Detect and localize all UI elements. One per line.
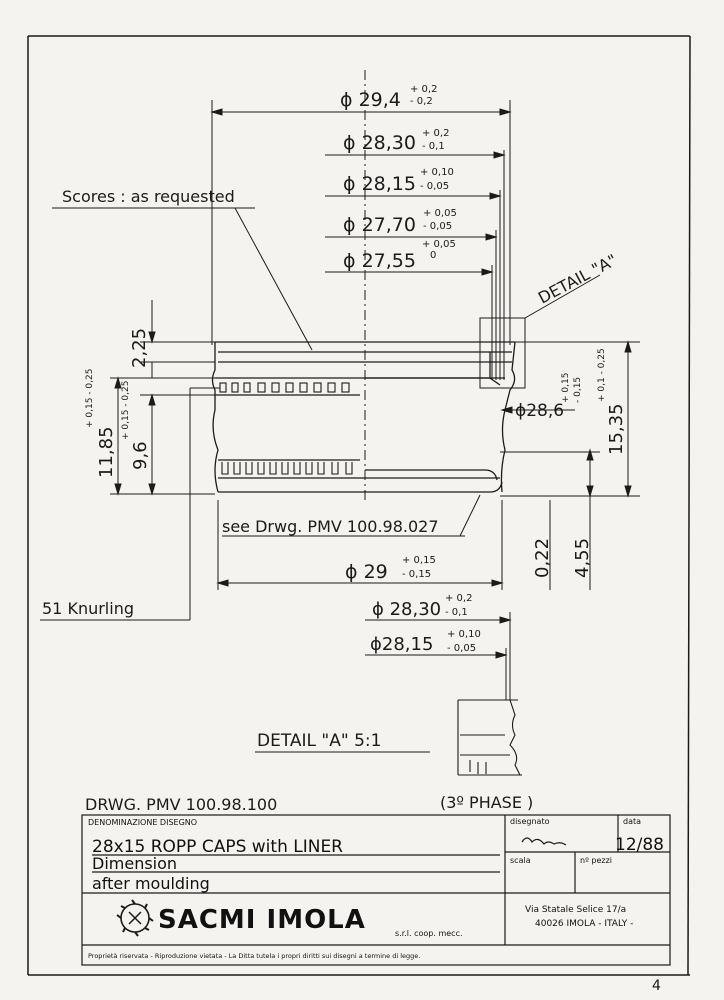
denominazione-label: DENOMINAZIONE DISEGNO — [88, 818, 197, 827]
disegnato-label: disegnato — [510, 817, 550, 826]
dim-27-55: ϕ 27,55 — [343, 250, 416, 272]
dim-28-15-tol-up: + 0,10 — [420, 167, 454, 178]
dim-27-55-tol-up: + 0,05 — [422, 239, 456, 250]
dim-9-6: 9,6 — [130, 441, 151, 470]
data-label: data — [623, 817, 641, 826]
address-line-2: 40026 IMOLA - ITALY - — [535, 919, 633, 929]
dim-detail-28-30-tol-dn: - 0,1 — [445, 607, 468, 618]
scores-note: Scores : as requested — [62, 187, 235, 206]
phase-label: (3º PHASE ) — [440, 793, 533, 812]
title-block: DRWG. PMV 100.98.100 (3º PHASE ) DENOMIN… — [81, 793, 671, 966]
title-line-2: Dimension — [92, 854, 177, 873]
page-number: 4 — [652, 978, 661, 994]
dim-detail-28-30-tol-up: + 0,2 — [445, 593, 472, 604]
footer-notice: Proprietà riservata - Riproduzione vieta… — [88, 952, 420, 960]
dim-29-tol-dn: - 0,15 — [402, 569, 431, 580]
dim-detail-28-15-tol-dn: - 0,05 — [447, 643, 476, 654]
sacmi-logo-icon — [116, 899, 154, 937]
dim-15-35: 15,35 — [606, 403, 627, 455]
dim-27-55-tol-dn: 0 — [430, 250, 436, 261]
dim-detail-28-30: ϕ 28,30 — [372, 599, 441, 620]
scala-label: scala — [510, 856, 531, 865]
dim-11-85: 11,85 — [96, 426, 117, 478]
dim-29: ϕ 29 — [345, 561, 388, 583]
dim-detail-28-15: ϕ28,15 — [370, 634, 433, 655]
see-drawing-note: see Drwg. PMV 100.98.027 — [222, 517, 439, 536]
diameter-dimension-lines — [210, 100, 512, 380]
dim-29-tol-up: + 0,15 — [402, 555, 436, 566]
knurling-note: 51 Knurling — [42, 599, 134, 618]
bottom-dimension-lines — [216, 494, 512, 700]
dim-28-15: ϕ 28,15 — [343, 173, 416, 195]
company-name: SACMI IMOLA — [158, 905, 366, 935]
detail-a-box — [479, 317, 526, 389]
left-height-dimensions — [40, 300, 220, 621]
title-line-1: 28x15 ROPP CAPS with LINER — [92, 837, 343, 857]
dim-29-4-tol-dn: - 0,2 — [410, 96, 433, 107]
title-line-3: after moulding — [92, 874, 210, 893]
scores-leader — [52, 207, 313, 351]
dim-28-6-tol-up: + 0,15 — [561, 373, 571, 403]
signature — [521, 837, 567, 846]
dimension-texts: ϕ 29,4 + 0,2 - 0,2 ϕ 28,30 + 0,2 - 0,1 ϕ… — [85, 84, 627, 655]
dim-27-70: ϕ 27,70 — [343, 214, 416, 236]
dim-4-55: 4,55 — [572, 538, 593, 578]
dim-15-35-tol: + 0,1 - 0,25 — [597, 348, 607, 402]
detail-scale-label: DETAIL "A" 5:1 — [257, 731, 381, 751]
dim-28-15-tol-dn: - 0,05 — [420, 181, 449, 192]
dim-27-70-tol-dn: - 0,05 — [423, 221, 452, 232]
right-height-dimensions — [500, 340, 640, 590]
detail-a-drawing — [457, 699, 522, 776]
dim-9-6-tol: + 0,15 - 0,25 — [121, 381, 131, 440]
dim-28-30-tol-up: + 0,2 — [422, 128, 449, 139]
dim-0-22: 0,22 — [532, 538, 553, 578]
dim-29-4-tol-up: + 0,2 — [410, 84, 437, 95]
dim-29-4: ϕ 29,4 — [340, 89, 401, 111]
detail-a-label: DETAIL "A" — [535, 250, 620, 307]
dim-2-25: 2,25 — [129, 328, 150, 368]
address-line-1: Via Statale Selice 17/a — [525, 905, 626, 915]
dim-27-70-tol-up: + 0,05 — [423, 208, 457, 219]
date-value: 12/88 — [615, 835, 664, 855]
pezzi-label: nº pezzi — [580, 856, 612, 865]
drawing-border — [27, 35, 691, 976]
detail-a-leader — [524, 274, 601, 319]
drawing-number: DRWG. PMV 100.98.100 — [85, 795, 277, 814]
dim-detail-28-15-tol-up: + 0,10 — [447, 629, 481, 640]
dim-28-6-tol-dn: - 0,15 — [573, 377, 583, 403]
company-type: s.r.l. coop. mecc. — [395, 929, 463, 938]
dim-28-30-tol-dn: - 0,1 — [422, 141, 445, 152]
knurling-pattern — [219, 382, 353, 475]
dim-28-30: ϕ 28,30 — [343, 132, 416, 154]
dim-28-6: ϕ28,6 — [515, 401, 564, 421]
dim-11-85-tol: + 0,15 - 0,25 — [85, 369, 95, 428]
